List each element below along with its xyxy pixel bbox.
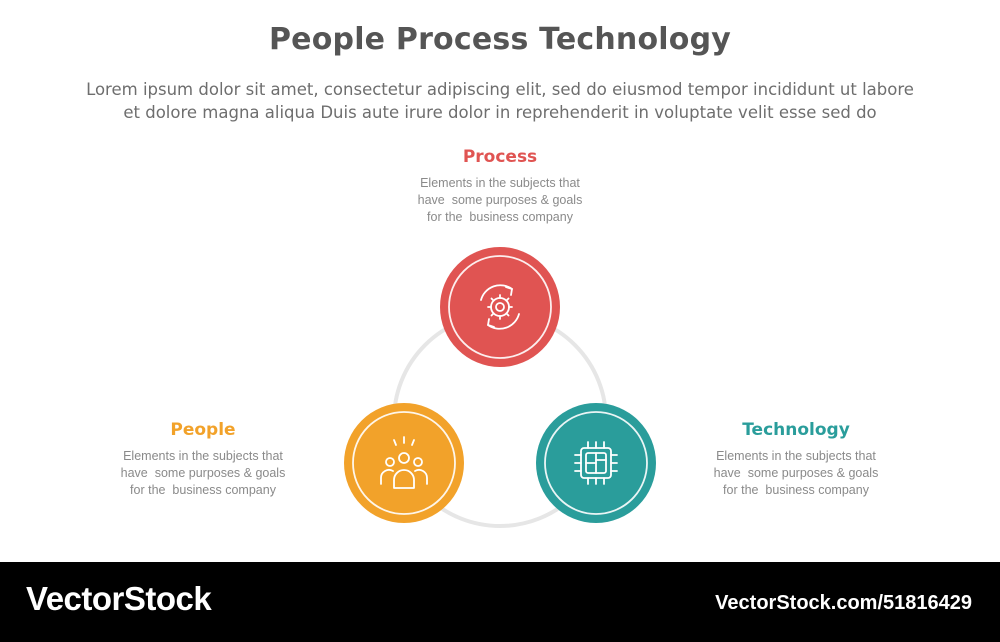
- subtitle-line: Lorem ipsum dolor sit amet, consectetur …: [86, 80, 914, 99]
- process-description: Elements in the subjects that have some …: [380, 175, 620, 226]
- description-line: have some purposes & goals: [417, 193, 583, 207]
- description-line: for the business company: [130, 483, 276, 497]
- description-line: Elements in the subjects that: [420, 176, 580, 190]
- cpu-chip-icon: [574, 441, 618, 485]
- description-line: have some purposes & goals: [713, 466, 879, 480]
- people-description: Elements in the subjects that have some …: [83, 448, 323, 499]
- technology-circle: [536, 403, 656, 523]
- gear-cycle-icon: [480, 284, 520, 330]
- technology-block: Technology Elements in the subjects that…: [676, 420, 916, 499]
- page-title: People Process Technology: [268, 22, 732, 57]
- description-line: for the business company: [723, 483, 869, 497]
- brand-logo: VectorStock: [26, 580, 212, 617]
- people-circle: [344, 403, 464, 523]
- process-circle: [440, 247, 560, 367]
- stock-id: VectorStock.com/51816429: [715, 592, 972, 614]
- description-line: have some purposes & goals: [120, 466, 286, 480]
- process-title: Process: [462, 147, 538, 167]
- technology-description: Elements in the subjects that have some …: [676, 448, 916, 499]
- subtitle-line: et dolore magna aliqua Duis aute irure d…: [123, 103, 877, 122]
- watermark-bar: VectorStock VectorStock.com/51816429: [0, 562, 1000, 642]
- description-line: Elements in the subjects that: [123, 449, 283, 463]
- people-block: People Elements in the subjects that hav…: [83, 420, 323, 499]
- description-line: for the business company: [427, 210, 573, 224]
- people-title: People: [170, 420, 236, 440]
- page-subtitle: Lorem ipsum dolor sit amet, consectetur …: [30, 78, 970, 124]
- team-icon: [380, 436, 428, 489]
- cycle-diagram: [344, 247, 656, 528]
- technology-title: Technology: [742, 420, 850, 440]
- process-block: Process Elements in the subjects that ha…: [380, 147, 620, 226]
- description-line: Elements in the subjects that: [716, 449, 876, 463]
